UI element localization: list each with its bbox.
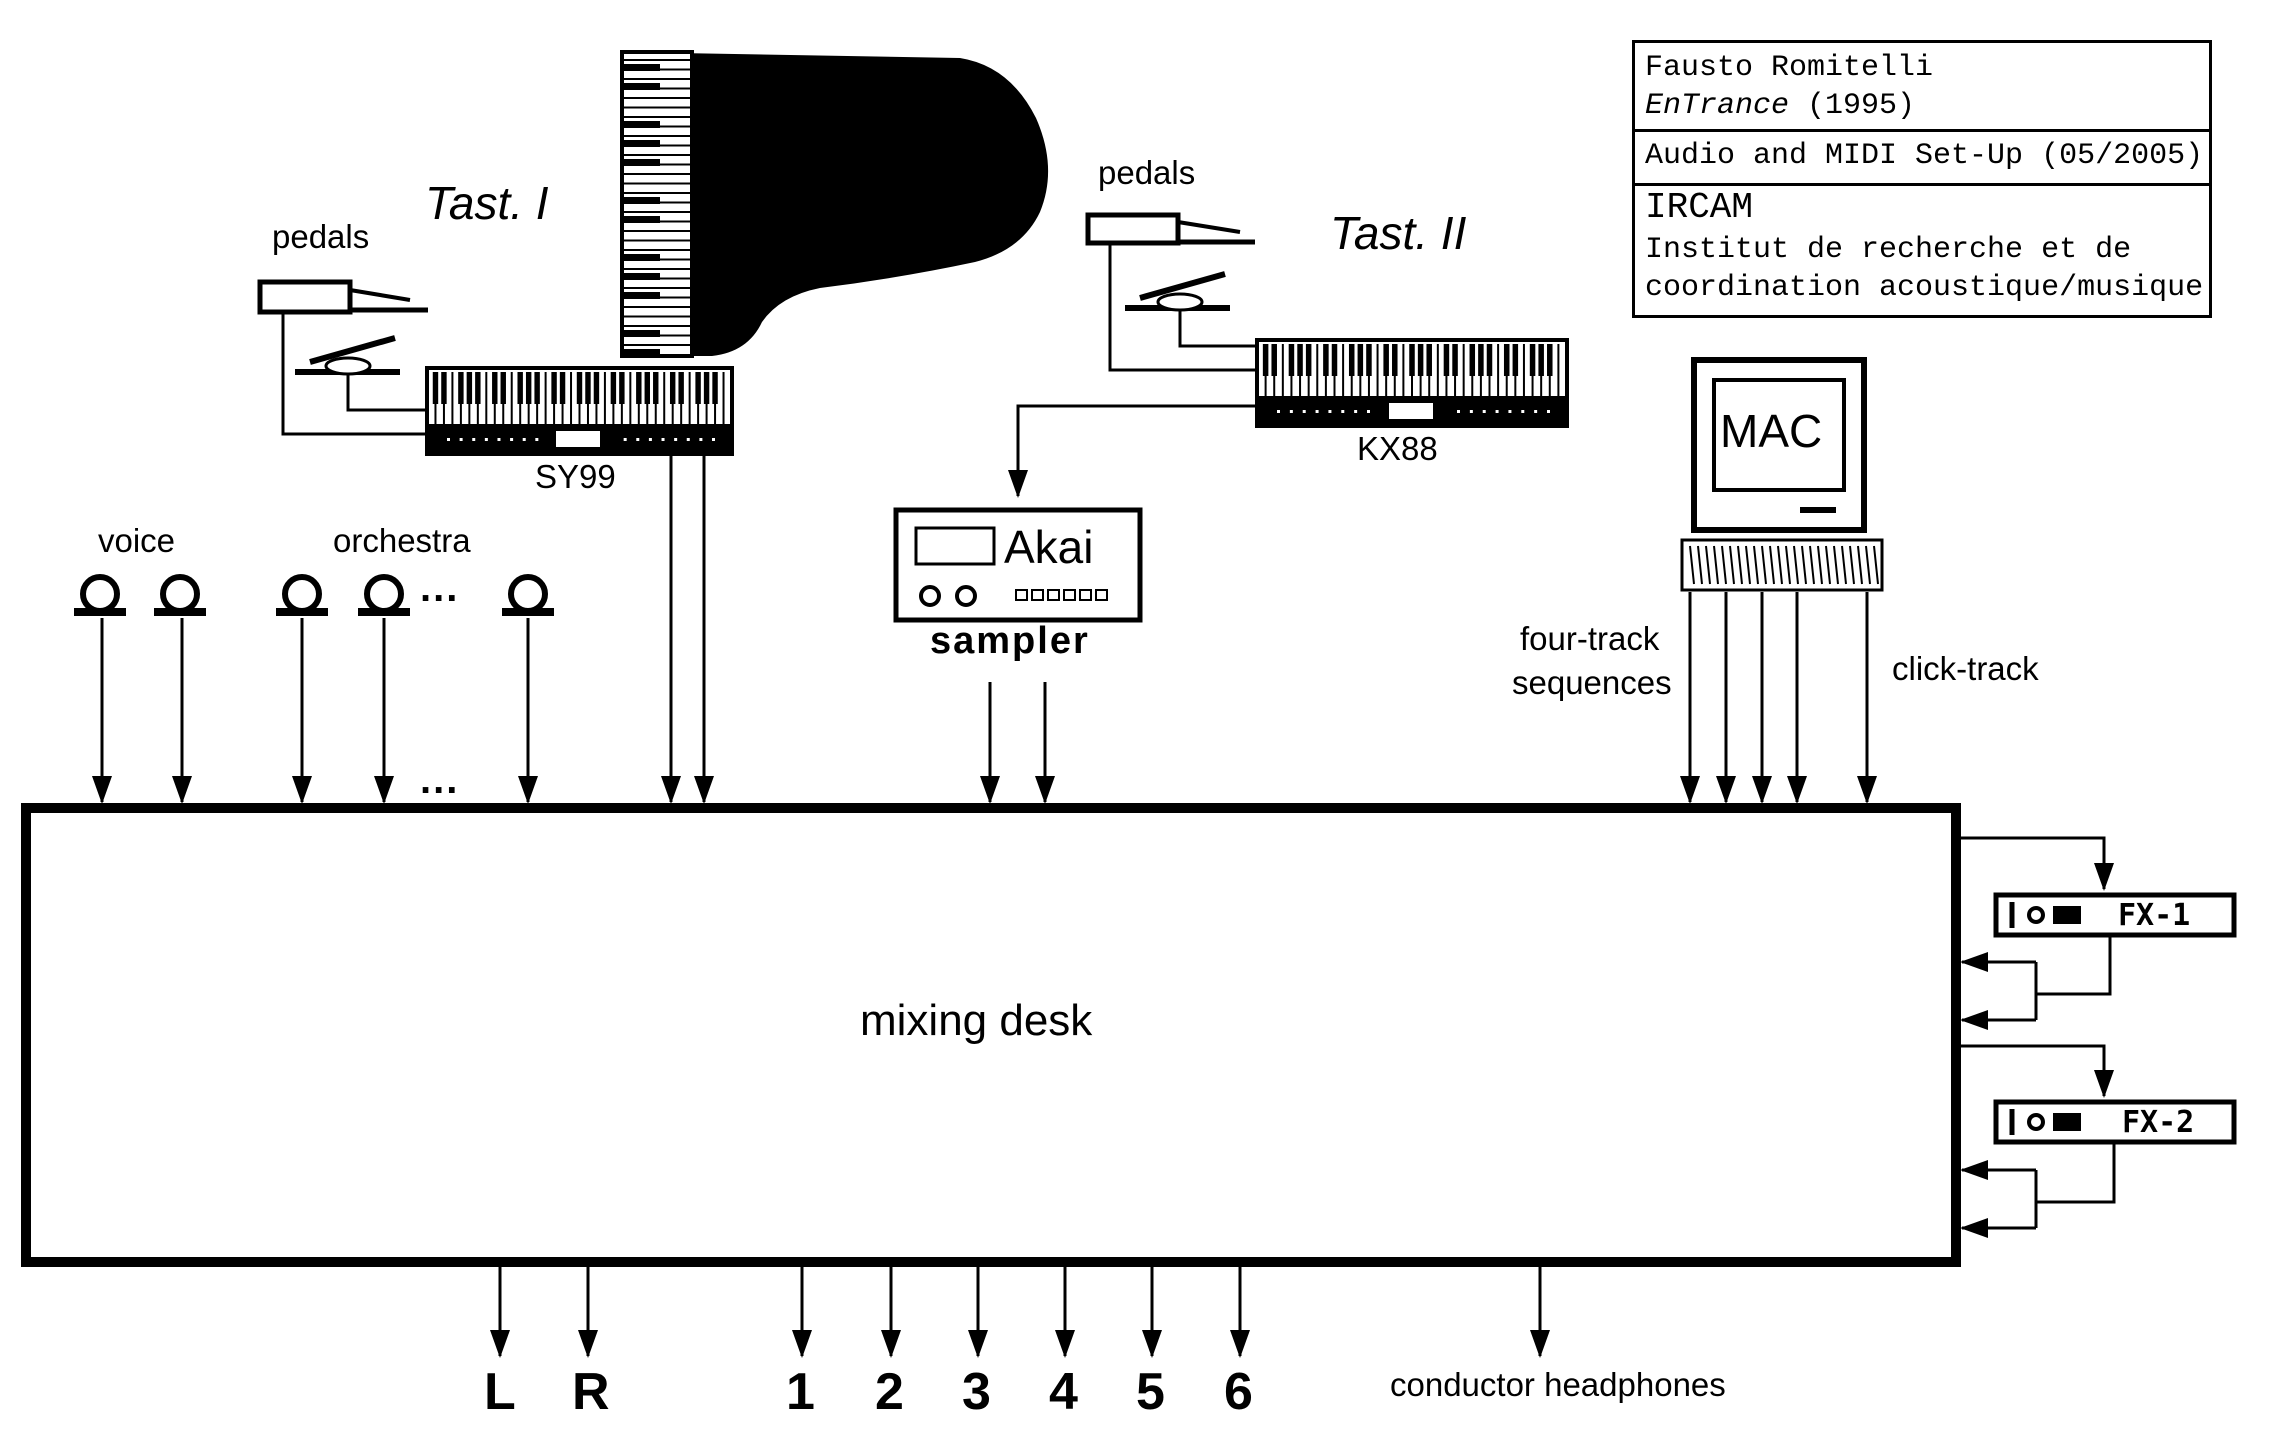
- orchestra-label: orchestra: [333, 522, 471, 559]
- output-label-3: 3: [962, 1363, 991, 1421]
- title-row-work: Fausto Romitelli EnTrance (1995): [1635, 43, 2209, 132]
- tast-1-label: Tast. I: [425, 177, 549, 229]
- work-title-line: EnTrance (1995): [1645, 89, 1915, 123]
- output-label-4: 4: [1049, 1363, 1078, 1421]
- arrow-icon: [92, 454, 1877, 804]
- composer-name: Fausto Romitelli: [1645, 51, 1934, 85]
- four-track-label-2: sequences: [1512, 664, 1672, 701]
- four-track-label-1: four-track: [1520, 620, 1660, 657]
- title-block: Fausto Romitelli EnTrance (1995) Audio a…: [1632, 40, 2212, 318]
- sy99-label: SY99: [535, 458, 616, 495]
- work-year: (1995): [1807, 89, 1916, 123]
- effects-unit-icon: [1993, 892, 2237, 938]
- kx88-label: KX88: [1357, 430, 1438, 467]
- setup-title: Audio and MIDI Set-Up (05/2005): [1645, 139, 2204, 173]
- mixing-desk-box: [21, 803, 1961, 1267]
- output-label-5: 5: [1136, 1363, 1165, 1421]
- sustain-pedal-icon: [257, 279, 428, 315]
- institution-name: IRCAM: [1645, 187, 1754, 228]
- pedals-right-label: pedals: [1098, 154, 1196, 191]
- expression-pedal-icon: [1125, 271, 1230, 312]
- microphone-icon: [74, 574, 554, 616]
- fx1-label: FX-1: [2118, 898, 2191, 933]
- output-label-R: R: [572, 1363, 610, 1421]
- input-dots: ...: [420, 758, 460, 802]
- fx2-label: FX-2: [2122, 1105, 2195, 1140]
- keyboard-icon: [425, 366, 734, 456]
- output-label-2: 2: [875, 1363, 904, 1421]
- computer-keyboard-icon: [1680, 538, 1884, 592]
- sampler-icon: [893, 507, 1143, 623]
- institution-line-2: coordination acoustique/musique: [1645, 271, 2204, 305]
- work-title: EnTrance: [1645, 89, 1790, 123]
- keyboard-icon: [1255, 338, 1569, 428]
- pedals-left-label: pedals: [272, 218, 370, 255]
- title-row-setup: Audio and MIDI Set-Up (05/2005): [1635, 129, 2209, 186]
- arrow-icon: [490, 1266, 1550, 1358]
- output-label-1: 1: [786, 1363, 815, 1421]
- computer-monitor-icon: [1691, 357, 1867, 533]
- output-label-L: L: [484, 1363, 516, 1421]
- expression-pedal-icon: [295, 335, 400, 376]
- sustain-pedal-icon: [1085, 212, 1255, 246]
- grand-piano-icon: [620, 50, 1049, 358]
- akai-label: Akai: [1004, 521, 1094, 573]
- output-label-6: 6: [1224, 1363, 1253, 1421]
- mic-dots: ...: [420, 566, 460, 610]
- sampler-label: sampler: [930, 620, 1090, 662]
- mixing-desk-label: mixing desk: [860, 996, 1093, 1045]
- tast-2-label: Tast. II: [1330, 207, 1467, 259]
- conductor-headphones-label: conductor headphones: [1390, 1366, 1726, 1403]
- mac-label: MAC: [1720, 405, 1823, 457]
- effects-unit-icon: [1993, 1099, 2237, 1145]
- click-track-label: click-track: [1892, 650, 2039, 687]
- voice-label: voice: [98, 522, 176, 559]
- institution-line-1: Institut de recherche et de: [1645, 233, 2132, 267]
